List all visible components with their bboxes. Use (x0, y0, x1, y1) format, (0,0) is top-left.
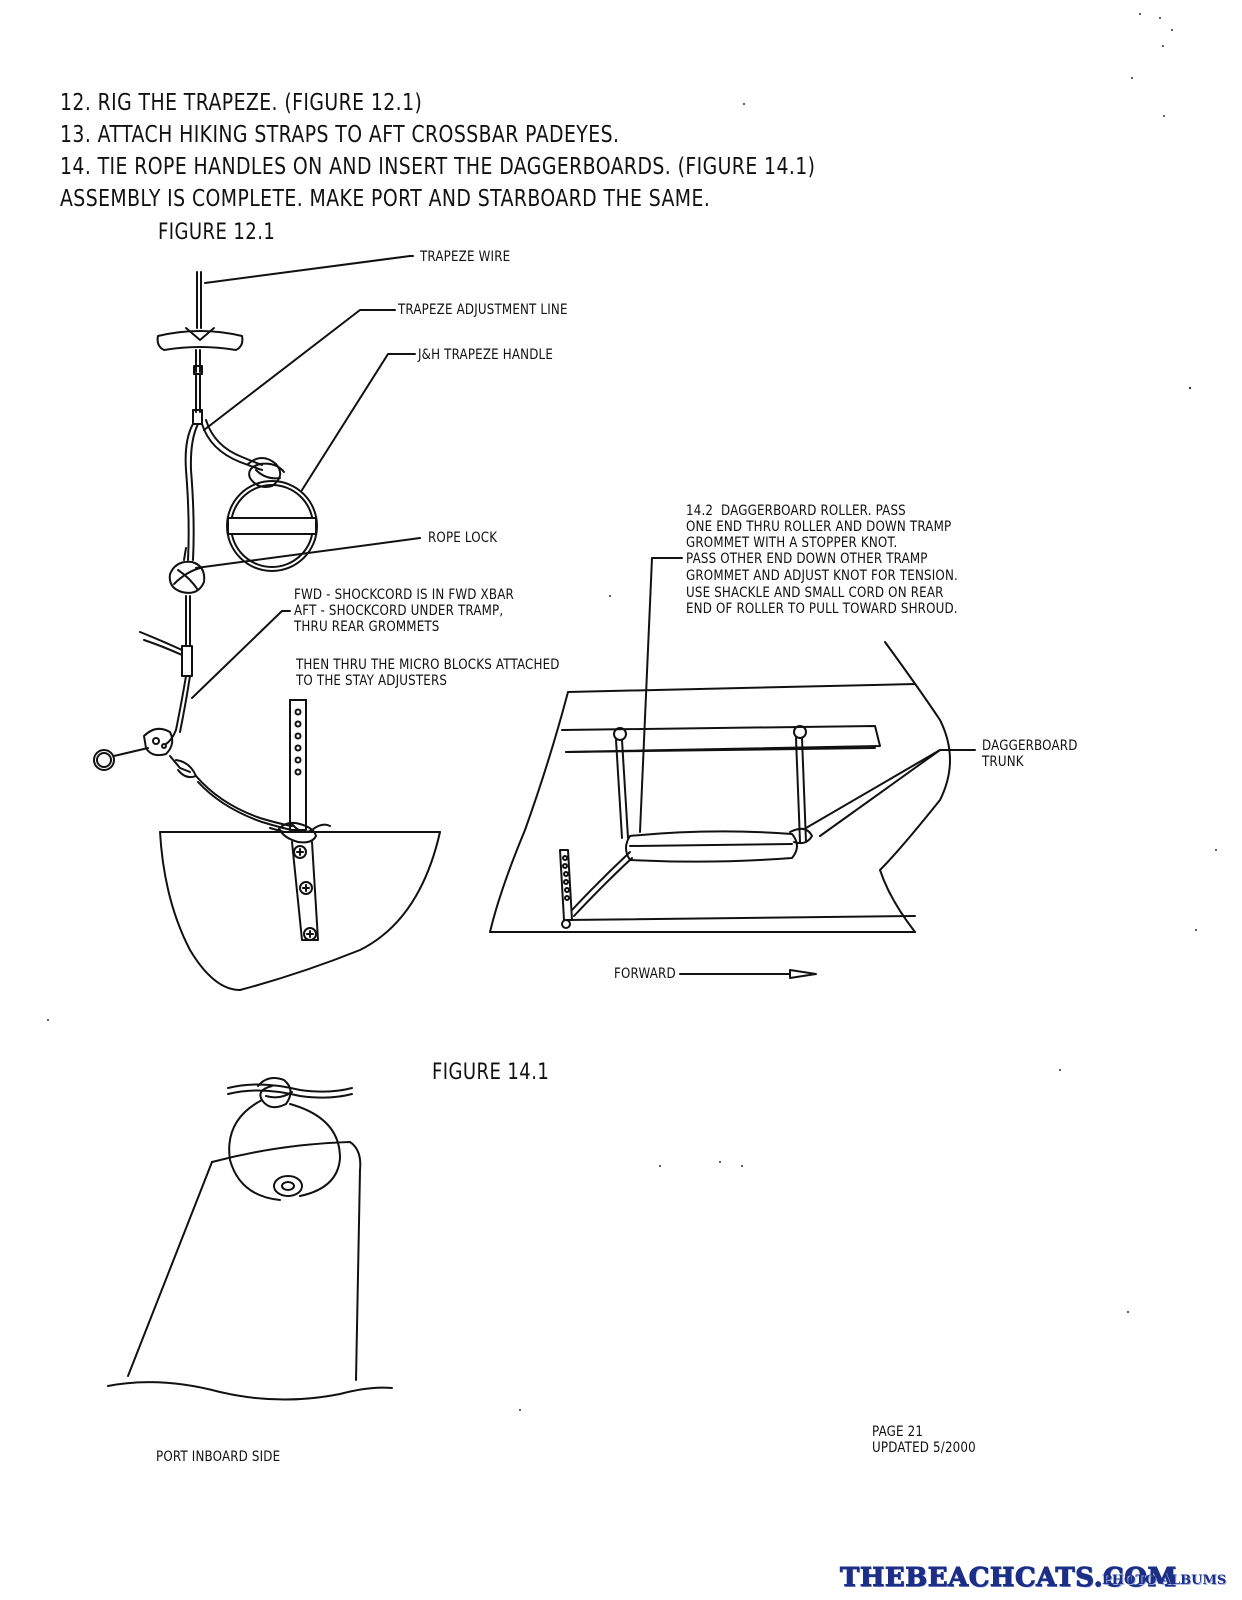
figure-14-1-title: FIGURE 14.1 (432, 1060, 550, 1085)
label-daggerboard: DAGGERBOARD (982, 738, 1078, 754)
label-jh-trapeze-handle: J&H TRAPEZE HANDLE (418, 347, 554, 363)
figure-14-2-leader-lines (639, 557, 976, 979)
label-rope-lock: ROPE LOCK (428, 530, 498, 546)
label-trapeze-wire: TRAPEZE WIRE (420, 249, 511, 265)
figure-12-1-leader-lines (191, 255, 421, 699)
note-14-2-line-7: END OF ROLLER TO PULL TOWARD SHROUD. (686, 601, 958, 617)
watermark-photo-albums[interactable]: PHOTO ALBUMS (1102, 1573, 1227, 1588)
instruction-step-14: 14. TIE ROPE HANDLES ON AND INSERT THE D… (60, 154, 816, 180)
daggerboard-roller-illustration (489, 641, 951, 933)
note-14-2-line-3: GROMMET WITH A STOPPER KNOT. (686, 535, 898, 551)
note-14-2-line-2: ONE END THRU ROLLER AND DOWN TRAMP (686, 519, 952, 535)
updated-date: UPDATED 5/2000 (872, 1440, 976, 1456)
label-shockcord-fwd: FWD - SHOCKCORD IS IN FWD XBAR (294, 587, 514, 603)
note-14-2-line-4: PASS OTHER END DOWN OTHER TRAMP (686, 551, 928, 567)
note-14-2-line-5: GROMMET AND ADJUST KNOT FOR TENSION. (686, 568, 958, 584)
figure-12-1-title: FIGURE 12.1 (158, 220, 276, 245)
label-trunk: TRUNK (982, 754, 1024, 770)
page-number: PAGE 21 (872, 1424, 924, 1440)
instruction-assembly-complete: ASSEMBLY IS COMPLETE. MAKE PORT AND STAR… (60, 186, 711, 212)
trapeze-rig-illustration (93, 271, 441, 991)
watermark-logo[interactable]: THEBEACHCATS.COM (840, 1563, 1177, 1594)
label-forward: FORWARD (614, 966, 676, 982)
instruction-step-13: 13. ATTACH HIKING STRAPS TO AFT CROSSBAR… (60, 122, 620, 148)
daggerboard-handle-illustration (107, 1077, 393, 1401)
label-micro-blocks: THEN THRU THE MICRO BLOCKS ATTACHED (296, 657, 560, 673)
label-shockcord-aft: AFT - SHOCKCORD UNDER TRAMP, (294, 603, 504, 619)
scan-specks (47, 13, 1217, 1411)
label-shockcord-grommets: THRU REAR GROMMETS (294, 619, 440, 635)
note-14-2-line-1: 14.2 DAGGERBOARD ROLLER. PASS (686, 503, 906, 519)
label-stay-adjusters: TO THE STAY ADJUSTERS (296, 673, 448, 689)
label-trapeze-adjustment-line: TRAPEZE ADJUSTMENT LINE (398, 302, 568, 318)
caption-port-inboard-side: PORT INBOARD SIDE (156, 1449, 281, 1465)
note-14-2-line-6: USE SHACKLE AND SMALL CORD ON REAR (686, 585, 944, 601)
instruction-step-12: 12. RIG THE TRAPEZE. (FIGURE 12.1) (60, 90, 423, 116)
